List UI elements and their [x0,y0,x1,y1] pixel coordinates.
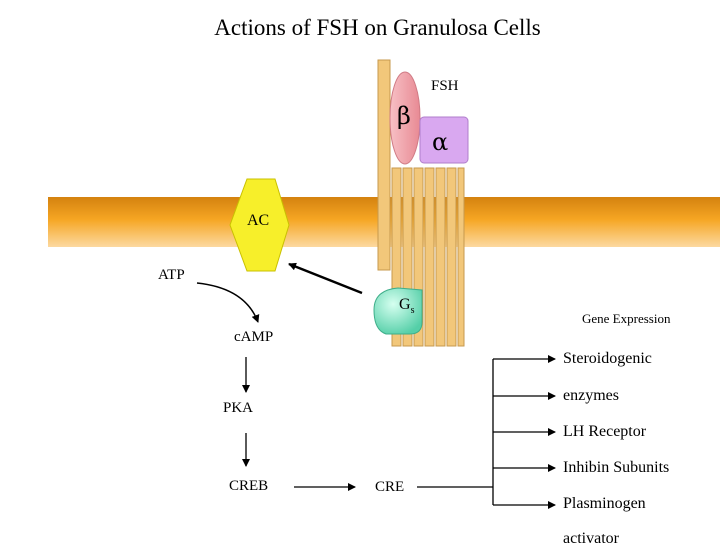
gene-target-lh-receptor: LH Receptor [563,423,647,440]
gene-target-steroidogenic: Steroidogenic [563,350,652,367]
diagram-title: Actions of FSH on Granulosa Cells [214,15,541,40]
camp-label: cAMP [234,329,274,345]
atp-label: ATP [158,267,185,283]
fsh-label: FSH [431,78,459,94]
cre-label: CRE [375,479,405,495]
ac-label: AC [247,212,270,229]
gene-target-activator: activator [563,530,619,547]
gene-target-inhibin-subunits: Inhibin Subunits [563,459,670,476]
pka-label: PKA [223,400,254,416]
creb-label: CREB [229,478,269,494]
gene-expression-label: Gene Expression [582,311,671,326]
gene-target-enzymes: enzymes [563,387,619,404]
gene-expression-bracket [417,355,556,509]
fsh-beta-subunit [389,71,421,165]
alpha-label: α [432,128,449,156]
beta-label: β [397,102,411,130]
gs-protein [373,287,423,335]
gene-target-plasminogen: Plasminogen [563,495,646,512]
fsh-alpha-subunit [419,116,469,164]
gs-label: Gs [399,296,415,317]
atp-to-camp-arrow [196,282,260,323]
adenylyl-cyclase [229,178,290,272]
gs-to-ac-arrow [288,262,363,295]
fsh-receptor [377,59,465,347]
